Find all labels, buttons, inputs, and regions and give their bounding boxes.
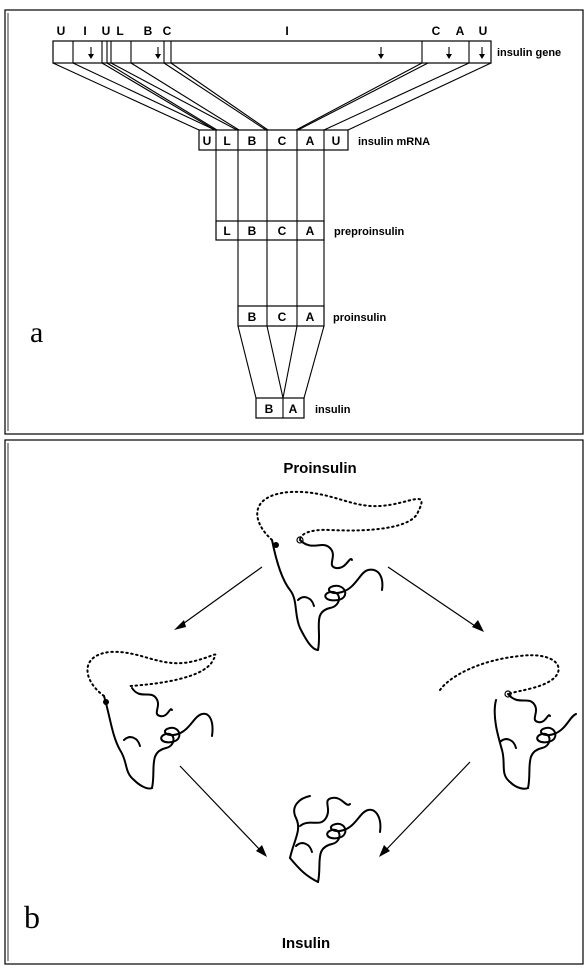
- right-intermediate-molecule: [440, 655, 576, 789]
- insulin-label: insulin: [315, 404, 351, 416]
- proinsulin-title: Proinsulin: [283, 460, 356, 477]
- mrna-bar: U L B C A U: [199, 130, 348, 150]
- prepro-seg-l: L: [223, 224, 230, 238]
- gene-seg-c1: C: [163, 24, 172, 38]
- insulin-seg-b: B: [265, 402, 274, 416]
- gene-seg-u2: U: [102, 24, 111, 38]
- mrna-seg-c: C: [278, 134, 287, 148]
- mrna-seg-a: A: [306, 134, 315, 148]
- prepro-seg-c: C: [278, 224, 287, 238]
- pro-to-insulin-lines: [238, 326, 324, 398]
- prepro-to-pro-lines: [238, 240, 324, 306]
- gene-seg-a: A: [456, 24, 465, 38]
- gene-seg-u1: U: [57, 24, 66, 38]
- gene-bar: [53, 41, 491, 63]
- mrna-seg-l: L: [223, 134, 230, 148]
- proinsulin-label: proinsulin: [333, 312, 386, 324]
- insulin-seg-a: A: [289, 402, 298, 416]
- panel-b-letter: b: [24, 899, 40, 935]
- gene-seg-l: L: [116, 24, 123, 38]
- insulin-molecule: [290, 796, 380, 882]
- gene-to-mrna-lines: [53, 63, 491, 130]
- mrna-to-prepro-lines: [216, 150, 324, 221]
- pathway-arrows: [174, 567, 484, 857]
- panel-a-letter: a: [30, 316, 43, 349]
- left-intermediate-molecule: [87, 652, 215, 789]
- gene-seg-c2: C: [432, 24, 441, 38]
- mrna-seg-b: B: [248, 134, 257, 148]
- proinsulin-bar: B C A: [238, 306, 324, 326]
- insulin-bar: B A: [256, 398, 304, 418]
- preproinsulin-bar: L B C A: [216, 221, 324, 240]
- gene-seg-i2: I: [285, 24, 288, 38]
- mrna-seg-u1: U: [203, 134, 212, 148]
- pro-seg-a: A: [306, 310, 315, 324]
- mrna-label: insulin mRNA: [358, 136, 430, 148]
- pro-seg-c: C: [278, 310, 287, 324]
- gene-segment-labels: U I U L B C I C A U: [57, 24, 488, 38]
- proinsulin-molecule: [257, 492, 421, 650]
- gene-seg-b: B: [144, 24, 153, 38]
- prepro-seg-b: B: [248, 224, 257, 238]
- pro-seg-b: B: [248, 310, 257, 324]
- mrna-seg-u2: U: [332, 134, 341, 148]
- gene-seg-u3: U: [479, 24, 488, 38]
- preproinsulin-label: preproinsulin: [334, 226, 405, 238]
- prepro-seg-a: A: [306, 224, 315, 238]
- insulin-title: Insulin: [282, 935, 330, 952]
- panel-a: U I U L B C I C A U: [5, 10, 583, 434]
- panel-b: Proinsulin: [5, 440, 583, 964]
- gene-seg-i1: I: [83, 24, 86, 38]
- gene-label: insulin gene: [497, 47, 561, 59]
